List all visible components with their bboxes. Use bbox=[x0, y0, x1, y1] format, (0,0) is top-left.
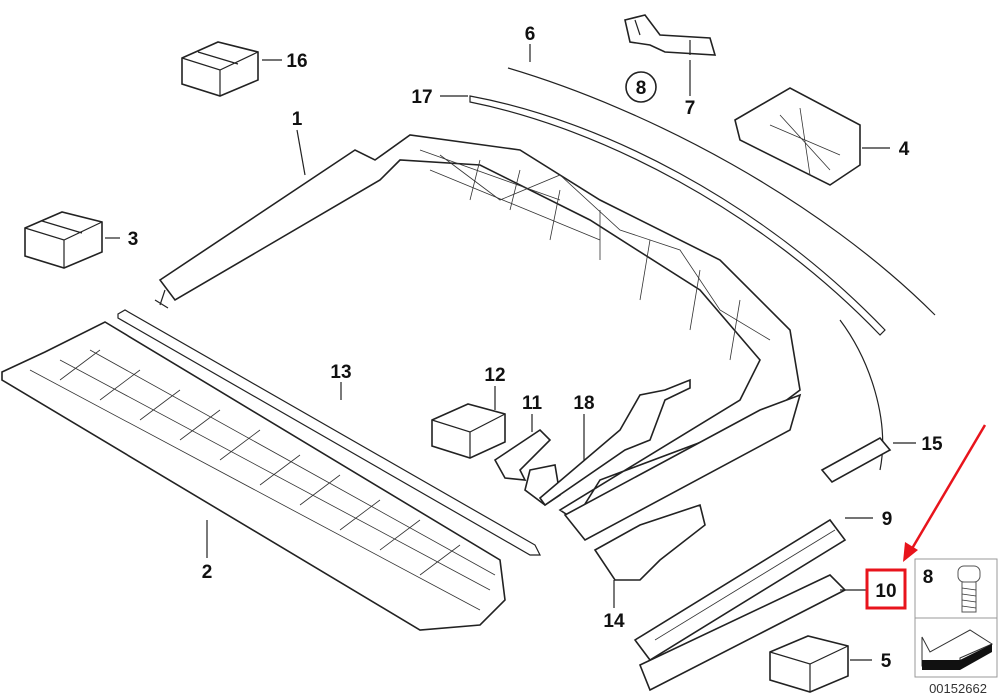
part-12-box bbox=[431, 403, 506, 459]
part-7-motor bbox=[624, 14, 717, 56]
part-1-frame bbox=[154, 134, 801, 522]
callout-8-circle bbox=[625, 71, 657, 103]
part-6-strip bbox=[507, 67, 936, 316]
legend-box: 8 bbox=[914, 558, 998, 678]
callout-17: 17 bbox=[411, 87, 432, 108]
leader-lines bbox=[105, 44, 916, 661]
part-3-box bbox=[24, 211, 103, 269]
part-17-strip bbox=[469, 95, 886, 336]
callout-6: 6 bbox=[525, 24, 536, 45]
callout-11: 11 bbox=[522, 393, 543, 414]
callout-4: 4 bbox=[899, 139, 910, 160]
part-15-plate bbox=[820, 436, 892, 484]
callout-9: 9 bbox=[882, 509, 893, 530]
callout-3: 3 bbox=[128, 229, 139, 250]
drawing-number: 00152662 bbox=[929, 681, 987, 696]
callout-14: 14 bbox=[603, 611, 625, 632]
callout-18: 18 bbox=[573, 393, 594, 414]
callout-12: 12 bbox=[484, 365, 505, 386]
part-13-strip bbox=[117, 309, 541, 556]
direction-arrow-icon bbox=[921, 629, 994, 670]
callout-8: 8 bbox=[636, 78, 647, 99]
part-14-hinge bbox=[563, 393, 802, 581]
callout-16: 16 bbox=[286, 51, 307, 72]
part-5-box bbox=[769, 635, 849, 693]
callout-10[interactable]: 10 bbox=[875, 581, 896, 602]
part-2-panel bbox=[1, 321, 506, 631]
callout-15: 15 bbox=[921, 434, 943, 455]
part-4-cover bbox=[734, 87, 861, 186]
callout-7: 7 bbox=[685, 98, 696, 119]
highlight-box bbox=[865, 568, 907, 610]
screw-icon bbox=[957, 565, 981, 613]
part-18-linkage bbox=[538, 378, 691, 507]
callout-2: 2 bbox=[202, 562, 213, 583]
red-arrow-icon bbox=[903, 424, 987, 562]
callout-13: 13 bbox=[330, 362, 351, 383]
legend-screw-ref: 8 bbox=[923, 567, 934, 588]
callout-5: 5 bbox=[881, 651, 892, 672]
part-16-box bbox=[181, 41, 259, 97]
callout-1: 1 bbox=[292, 109, 303, 130]
